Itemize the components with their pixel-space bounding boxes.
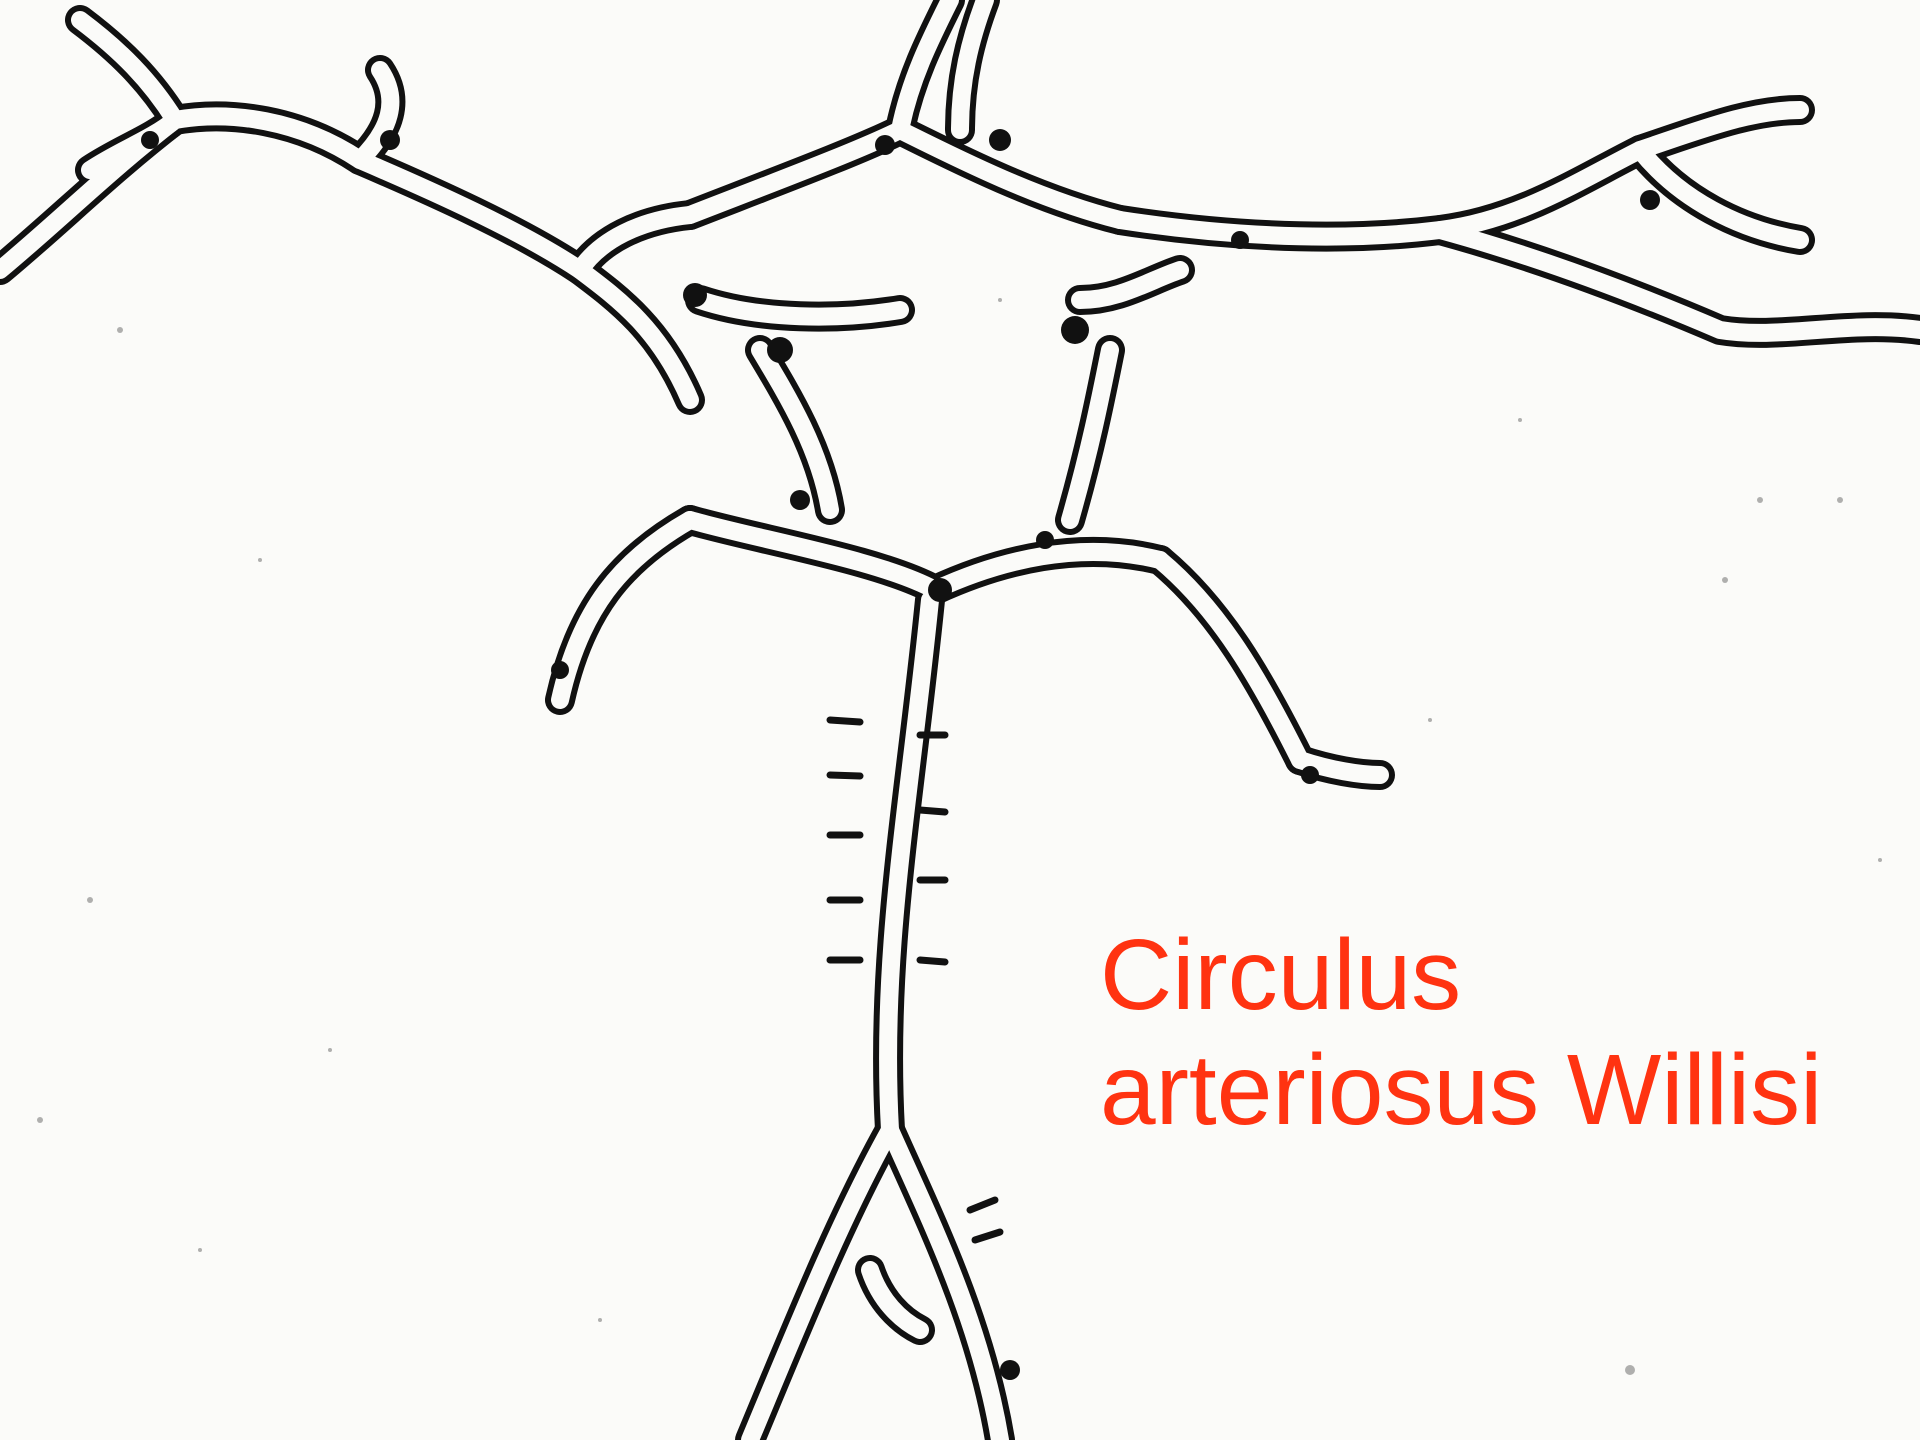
caption-line-2: arteriosus Willisi xyxy=(1100,1033,1822,1148)
caption-line-1: Circulus xyxy=(1100,918,1822,1033)
paper-speckles xyxy=(37,298,1882,1375)
diagram-caption: Circulus arteriosus Willisi xyxy=(1100,918,1822,1148)
